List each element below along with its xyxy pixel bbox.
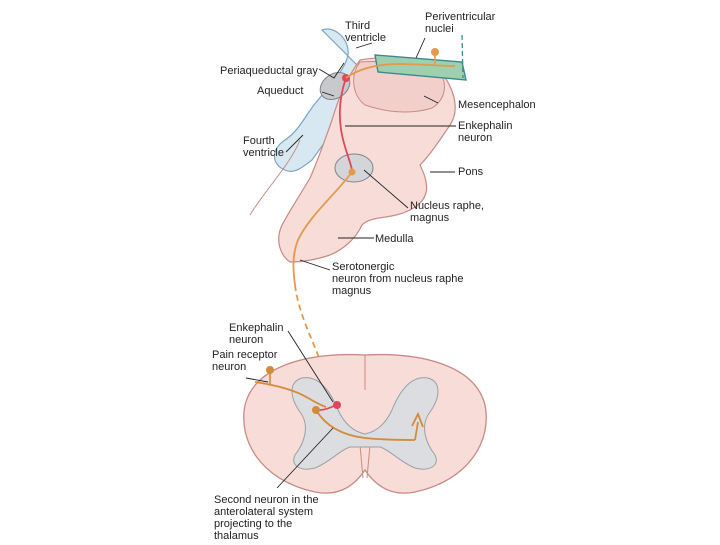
second-neuron-arrow [411, 411, 424, 428]
label-medulla: Medulla [375, 233, 414, 245]
pain-receptor-soma [266, 366, 274, 374]
periventricular-projection [345, 63, 456, 79]
label-periaqueductal-gray: Periaqueductal gray [220, 65, 318, 77]
serotonergic-axon-solid [292, 171, 353, 286]
second-neuron-ascending [414, 421, 419, 441]
serotonergic-axon-dashed [294, 284, 319, 356]
leader-lines [245, 37, 456, 489]
label-serotonergic-neuron: Serotonergic neuron from nucleus raphe m… [332, 261, 464, 297]
label-enkephalin-neuron-upper: Enkephalin neuron [458, 120, 513, 144]
label-pain-receptor-neuron: Pain receptor neuron [212, 349, 278, 373]
periventricular-soma [431, 48, 439, 56]
third-ventricle-dash [461, 34, 464, 79]
label-nucleus-raphe-magnus: Nucleus raphe, magnus [410, 200, 484, 224]
label-mesencephalon: Mesencephalon [458, 99, 536, 111]
label-enkephalin-neuron-lower: Enkephalin neuron [229, 322, 284, 346]
label-third-ventricle: Third ventricle [345, 20, 386, 44]
enkephalin-neuron-lower-soma [333, 401, 341, 409]
pain-receptor-axon [254, 381, 327, 408]
label-periventricular-nuclei: Periventricular nuclei [425, 11, 496, 35]
nucleus-raphe-magnus [334, 153, 374, 183]
ventral-median-fissure [359, 444, 371, 479]
label-pons: Pons [458, 166, 484, 178]
spinal-gray-matter [291, 377, 439, 470]
label-fourth-ventricle: Fourth ventricle [243, 135, 284, 159]
enkephalin-neuron-upper-axon [339, 77, 353, 171]
ventricle-system [273, 28, 363, 172]
second-neuron-axon [315, 409, 416, 441]
label-aqueduct: Aqueduct [257, 85, 304, 97]
ventricle-lining [249, 139, 301, 216]
label-second-neuron: Second neuron in the anterolateral syste… [214, 494, 319, 542]
